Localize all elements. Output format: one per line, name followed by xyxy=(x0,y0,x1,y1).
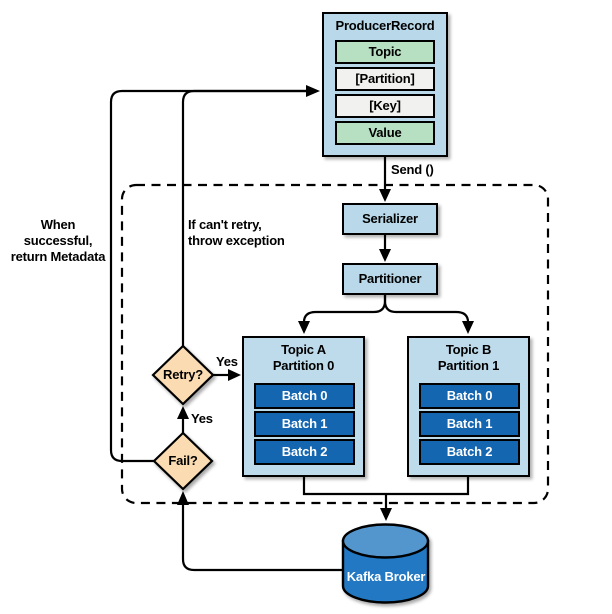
retry-decision-label: Retry? xyxy=(163,367,203,382)
arrowhead-broker xyxy=(380,508,392,521)
fail-decision-label: Fail? xyxy=(168,453,198,468)
kafka-broker-label: Kafka Broker xyxy=(346,569,426,584)
producer-record-title: ProducerRecord xyxy=(335,18,435,33)
edge-broker-fail xyxy=(181,504,343,572)
arrowhead-partitioner xyxy=(379,249,391,262)
send-edge-label: Send () xyxy=(391,162,434,177)
fail-decision-diamond xyxy=(152,431,214,491)
success-note-label: When successful, return Metadata xyxy=(10,217,106,264)
topic-a-batch-2: Batch 2 xyxy=(254,439,355,465)
producer-record-field-partition: [Partition] xyxy=(335,67,435,91)
edge-throw-exception xyxy=(181,89,306,346)
edge-success-return-metadata xyxy=(109,89,306,463)
producer-record-field-key: [Key] xyxy=(335,94,435,118)
topic-b-partition-1-box: Topic B Partition 1 Batch 0 Batch 1 Batc… xyxy=(407,336,530,477)
arrowhead-fail xyxy=(177,491,189,505)
arrowhead-send xyxy=(379,189,391,202)
producer-boundary-dashed-box xyxy=(120,183,550,505)
arrowhead-retry xyxy=(177,406,189,419)
edge-partitioner-topic-b xyxy=(383,295,470,323)
serializer-node: Serializer xyxy=(342,203,438,235)
edge-partitioner-topic-a xyxy=(302,295,387,323)
arrowhead-retry-topic-a xyxy=(228,369,241,381)
topic-b-batch-0: Batch 0 xyxy=(419,383,520,409)
producer-record-box: ProducerRecord Topic [Partition] [Key] V… xyxy=(322,12,448,157)
arrowhead-topic-a xyxy=(298,321,310,334)
topic-a-header: Topic A Partition 0 xyxy=(272,342,335,373)
topic-a-batch-0: Batch 0 xyxy=(254,383,355,409)
edge-topics-merge xyxy=(302,477,470,496)
producer-record-field-topic: Topic xyxy=(335,40,435,64)
cylinder-top xyxy=(341,523,430,559)
topic-b-batch-2: Batch 2 xyxy=(419,439,520,465)
arrowhead-into-producer-record xyxy=(306,85,320,97)
topic-b-header: Topic B Partition 1 xyxy=(437,342,500,373)
topic-b-batch-1: Batch 1 xyxy=(419,411,520,437)
kafka-broker-cylinder xyxy=(341,523,430,604)
fail-yes-label: Yes xyxy=(191,411,213,426)
partitioner-node: Partitioner xyxy=(342,263,438,295)
no-retry-note-label: If can't retry, throw exception xyxy=(188,217,285,248)
producer-record-field-value: Value xyxy=(335,121,435,145)
retry-yes-label: Yes xyxy=(216,354,238,369)
retry-decision-diamond xyxy=(151,344,215,406)
arrowhead-topic-b xyxy=(462,321,474,334)
topic-a-batch-1: Batch 1 xyxy=(254,411,355,437)
topic-a-partition-0-box: Topic A Partition 0 Batch 0 Batch 1 Batc… xyxy=(242,336,365,477)
